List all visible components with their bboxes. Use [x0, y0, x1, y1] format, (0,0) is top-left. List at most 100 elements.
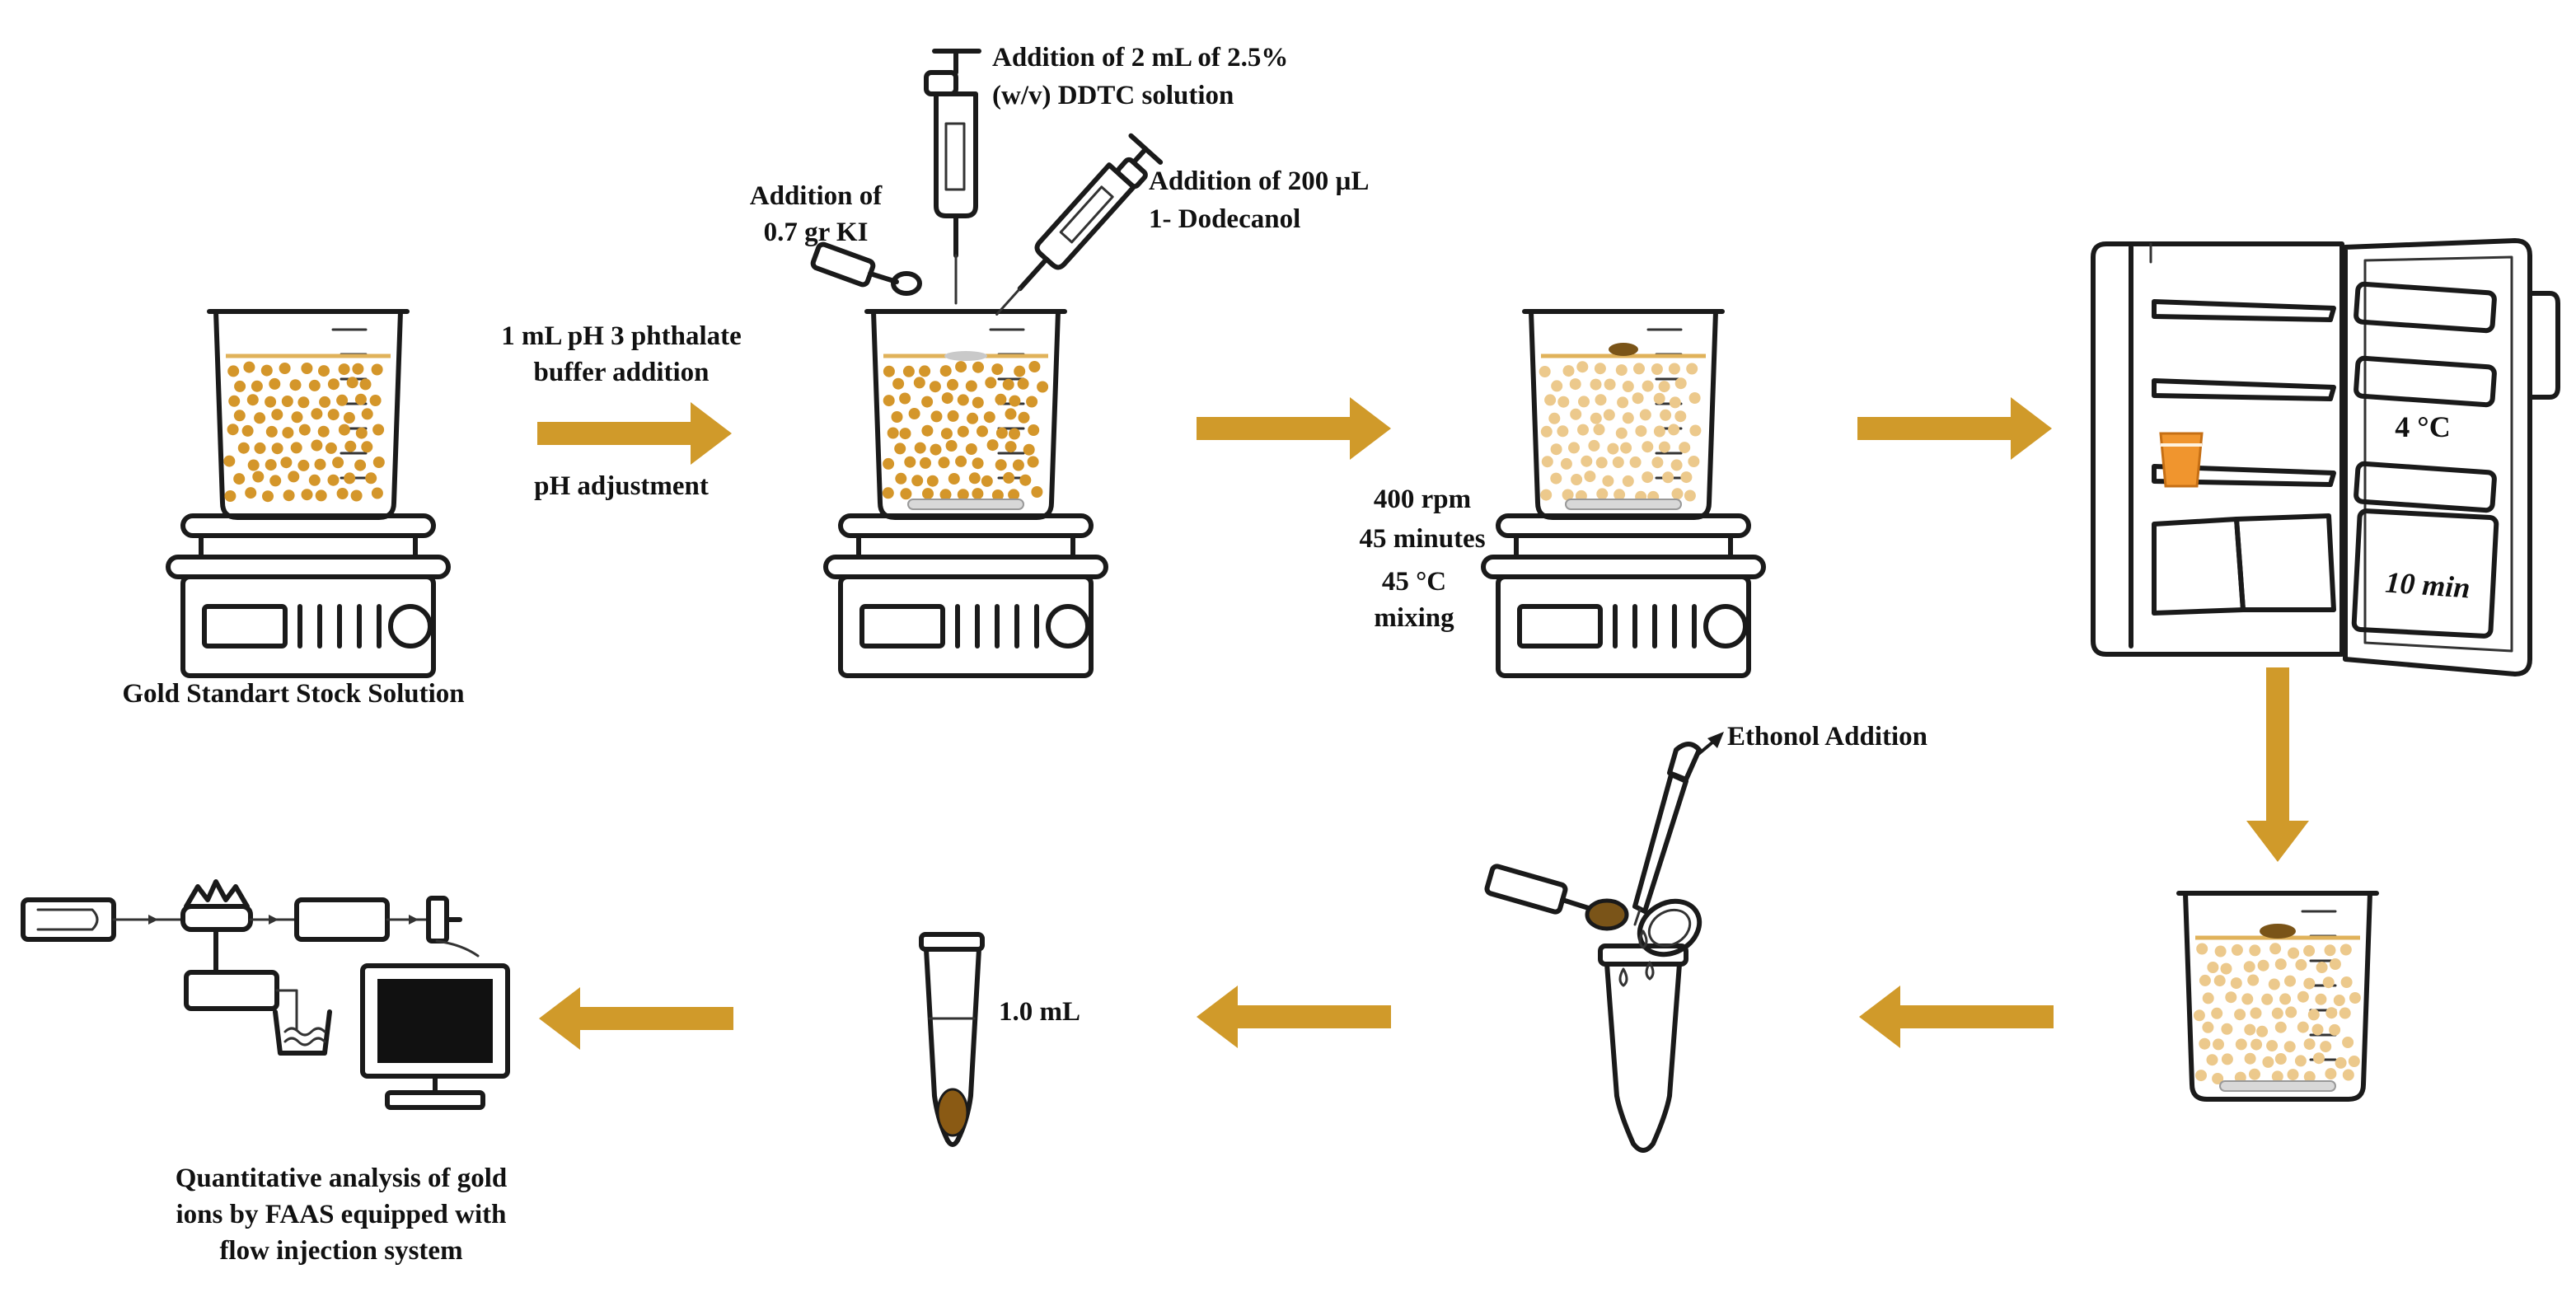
- particle-dot: [985, 377, 997, 389]
- particle-dot: [308, 474, 321, 486]
- particle-dot: [2274, 1053, 2287, 1065]
- particle-dot: [1660, 409, 1672, 421]
- particle-dot: [1615, 364, 1628, 377]
- particle-dot: [939, 365, 952, 377]
- particle-dot: [254, 442, 266, 454]
- particle-dot: [1588, 439, 1600, 452]
- particle-dot: [234, 380, 246, 392]
- particle-dot: [968, 472, 981, 485]
- particle-dot: [332, 457, 344, 469]
- particle-dot: [2339, 1007, 2351, 1019]
- particle-dot: [947, 378, 958, 391]
- particle-dot: [237, 442, 250, 454]
- particle-dot: [1012, 459, 1024, 471]
- particle-dot: [1670, 459, 1683, 471]
- particle-dot: [311, 439, 323, 452]
- particle-dot: [1593, 424, 1605, 436]
- particle-dot: [355, 427, 368, 439]
- particle-dot: [262, 490, 274, 503]
- particle-dot: [1674, 410, 1687, 423]
- particle-dot: [1686, 363, 1698, 375]
- particle-dot: [883, 395, 895, 407]
- particle-dot: [1019, 474, 1032, 486]
- particle-dot: [265, 396, 277, 408]
- particle-dot: [1604, 378, 1616, 391]
- particle-dot: [2329, 958, 2341, 970]
- particle-dot: [2221, 1023, 2233, 1035]
- particle-dot: [1642, 441, 1654, 453]
- particle-dot: [319, 396, 331, 408]
- particle-dot: [2340, 976, 2353, 988]
- mixing-word: mixing: [1374, 603, 1454, 633]
- particle-dot: [1603, 409, 1615, 421]
- particle-dot: [2325, 1007, 2338, 1019]
- fridge-time: 10 min: [2384, 565, 2471, 604]
- particle-dot: [2294, 1055, 2307, 1067]
- particle-dot: [227, 365, 240, 377]
- particle-dot: [1594, 363, 1606, 375]
- particle-dot: [2349, 992, 2361, 1004]
- stir-bar: [1565, 499, 1682, 510]
- particle-dot: [2234, 1009, 2246, 1021]
- particle-dot: [1584, 471, 1596, 483]
- particle-dot: [2262, 1056, 2274, 1068]
- particle-dot: [2329, 1023, 2341, 1036]
- ethanol-pointer-arrow: [1696, 732, 1724, 756]
- particle-dot: [891, 411, 903, 423]
- particle-dot: [967, 412, 979, 424]
- particle-dot: [1003, 471, 1015, 484]
- particle-dot: [2303, 944, 2316, 957]
- particle-dot: [1653, 392, 1665, 405]
- particle-dot: [1008, 489, 1020, 501]
- particle-dot: [1602, 475, 1614, 487]
- particle-dot: [1550, 472, 1562, 485]
- particle-dot: [2250, 1007, 2262, 1019]
- analysis-label-line2: ions by FAAS equipped with: [176, 1200, 506, 1229]
- particle-dot: [986, 439, 999, 452]
- particle-dot: [288, 471, 300, 483]
- particle-dot: [965, 443, 977, 455]
- particle-dot: [301, 489, 313, 501]
- ddtc-label-line2: (w/v) DDTC solution: [992, 81, 1234, 110]
- particle-dot: [251, 380, 263, 392]
- particle-dot: [1037, 381, 1049, 393]
- particle-dot: [2243, 961, 2255, 973]
- particle-dot: [922, 488, 934, 500]
- particle-dot: [2220, 962, 2232, 975]
- particle-dot: [2335, 1056, 2347, 1069]
- particle-dot: [2207, 962, 2219, 973]
- mixing-beaker: [1525, 311, 1722, 517]
- computer-monitor-icon: [360, 963, 510, 1110]
- particle-dot: [2250, 1038, 2263, 1051]
- micropipette-icon: [995, 133, 1164, 316]
- particle-dot: [1578, 396, 1590, 408]
- particle-dot: [1541, 456, 1553, 468]
- particle-dot: [972, 488, 984, 500]
- faas-flow-injection-system: [21, 879, 480, 1056]
- particle-dot: [289, 379, 302, 391]
- particle-dot: [297, 396, 310, 409]
- fridge-temperature: 4 °C: [2395, 410, 2450, 443]
- particle-dot: [1557, 425, 1569, 438]
- particle-dot: [1596, 488, 1609, 500]
- ddtc-label-line1: Addition of 2 mL of 2.5%: [992, 43, 1288, 73]
- particle-dot: [2196, 943, 2208, 955]
- particle-dot: [1023, 443, 1035, 456]
- particle-dot: [911, 475, 924, 487]
- particle-dot: [2284, 975, 2296, 987]
- particle-dot: [372, 457, 385, 468]
- particle-dot: [2244, 1052, 2256, 1065]
- particle-dot: [327, 474, 340, 486]
- particle-dot: [995, 459, 1007, 471]
- particle-dot: [371, 487, 383, 499]
- gold-particles: [882, 361, 1049, 501]
- particle-dot: [2269, 943, 2282, 955]
- particle-dot: [1027, 456, 1039, 468]
- particle-dot: [338, 363, 350, 376]
- particle-dot: [920, 457, 931, 469]
- particle-dot: [233, 410, 246, 422]
- particle-dot: [883, 457, 895, 470]
- stir-bar: [2219, 1080, 2336, 1092]
- particle-dot: [298, 424, 311, 436]
- particle-dot: [1688, 392, 1701, 404]
